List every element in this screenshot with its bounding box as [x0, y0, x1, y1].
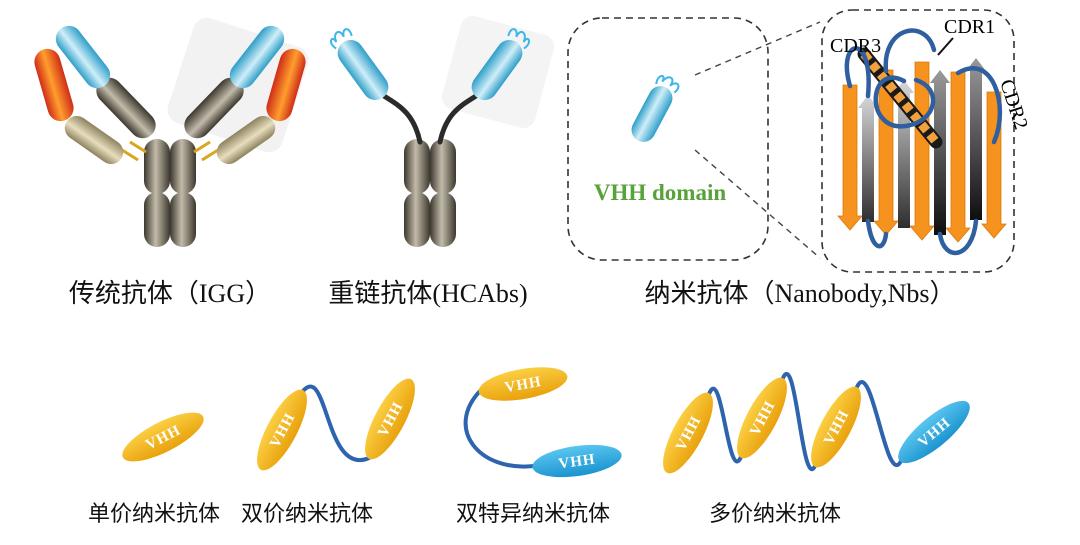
cdr1-label: CDR1	[944, 16, 995, 38]
hinge-line	[381, 93, 423, 145]
beta-strand-orange	[981, 91, 1007, 239]
disulfide-bond	[121, 148, 139, 162]
vhh-ellipse-yellow: VHH	[663, 392, 713, 474]
vhh-text: VHH	[558, 451, 597, 472]
beta-strand-orange	[945, 71, 971, 243]
vhh-ellipse-blue: VHH	[898, 400, 970, 464]
vhh-ellipse-yellow: VHH	[737, 377, 787, 459]
linker-curve	[301, 384, 371, 463]
linker-curve	[707, 386, 743, 463]
vhh-ellipse-blue: VHH	[532, 444, 622, 478]
beta-strands	[837, 58, 1007, 243]
dashed-outline	[567, 17, 769, 261]
heavy-chain-domain	[96, 77, 156, 139]
zoom-line-bottom	[694, 149, 821, 259]
vhh-ellipse-yellow: VHH	[811, 386, 861, 468]
linker-curve	[855, 380, 903, 467]
zoom-line-top	[694, 21, 821, 76]
vhh-text: VHH	[503, 374, 542, 396]
vhh-variable-domain	[337, 40, 389, 100]
nanobody-label: 纳米抗体（Nanobody,Nbs）	[644, 279, 955, 308]
beta-strand-orange	[837, 84, 863, 231]
beta-strand-dark	[966, 58, 986, 220]
hcab-label: 重链抗体(HCAbs)	[328, 279, 527, 308]
monovalent-label: 单价纳米抗体	[88, 501, 220, 526]
igg-antibody-illustration	[34, 19, 311, 247]
beta-strand-dark	[930, 70, 950, 235]
multivalent-nanobody: VHH VHH VHH VHH	[663, 372, 970, 474]
linker-curve	[781, 372, 817, 472]
hcab-heavy-chain-stem	[404, 139, 456, 247]
bispecific-nanobody: VHH VHH	[463, 367, 622, 478]
nanobody-box: VHH domain	[567, 17, 769, 261]
vhh-ellipse-yellow: VHH	[478, 367, 568, 401]
hcab-antibody-illustration	[326, 24, 532, 247]
dashed-outline	[821, 9, 1015, 273]
light-chain-constant-domain	[64, 115, 124, 165]
igg-heavy-chain-stem	[144, 139, 196, 247]
bivalent-nanobody: VHH VHH	[257, 378, 415, 471]
vhh-capsule	[631, 86, 673, 142]
heavy-variable-domain	[55, 25, 111, 89]
bispecific-label: 双特异纳米抗体	[456, 501, 610, 526]
linker-curve	[463, 389, 536, 469]
cdr3-label: CDR3	[830, 35, 881, 57]
cdr-loops	[844, 28, 1003, 256]
light-variable-domain	[34, 48, 74, 122]
beta-strand-gray	[858, 95, 878, 222]
bivalent-label: 双价纳米抗体	[241, 501, 373, 526]
multivalent-label: 多价纳米抗体	[709, 501, 841, 526]
igg-left-arm	[34, 25, 156, 165]
igg-label: 传统抗体（IGG）	[69, 279, 271, 308]
vhh-ellipse-yellow: VHH	[257, 389, 307, 471]
helix-rod	[857, 47, 943, 149]
monovalent-nanobody: VHH	[122, 412, 204, 462]
hcab-left-arm	[326, 24, 423, 145]
vhh-structure-box: CDR3 CDR1 CDR2	[821, 9, 1032, 273]
disulfide-bond	[129, 140, 147, 154]
vhh-ellipse-yellow: VHH	[122, 412, 204, 462]
cdr1-pointer	[937, 37, 954, 56]
vhh-ellipse-yellow: VHH	[365, 378, 415, 460]
vhh-domain-label: VHH domain	[594, 180, 726, 205]
